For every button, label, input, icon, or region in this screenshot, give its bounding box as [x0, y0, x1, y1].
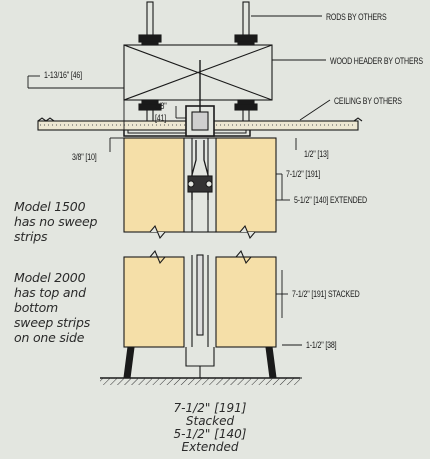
dim-1-13-16: 1-13/16" [46]: [44, 70, 82, 80]
dim-1-5-8-b: [41]: [155, 113, 167, 123]
dim-7-1-2-stacked: 7-1/2" [191] STACKED: [292, 289, 360, 299]
caption-line-3: 5-1/2" [140]: [173, 427, 247, 441]
dim-1-5-8-a: 1-5/8": [149, 101, 167, 111]
dimension-leaders: [27, 15, 331, 379]
model-1500-line-2: has no sweep: [14, 214, 98, 229]
dim-7-1-2-top: 7-1/2" [191]: [286, 169, 321, 179]
overhead-track: [123, 60, 251, 137]
model-2000-line-1: Model 2000: [14, 270, 86, 285]
dim-1-1-2: 1-1/2" [38]: [306, 340, 337, 350]
caption-line-4: Extended: [181, 440, 239, 454]
model-1500-note: Model 1500 has no sweep strips: [14, 199, 97, 244]
lower-panels: [123, 249, 277, 379]
caption-line-1: 7-1/2" [191]: [173, 401, 247, 415]
model-2000-line-2: has top and: [14, 285, 86, 300]
model-2000-line-4: sweep strips: [14, 315, 91, 330]
wood-header: [123, 34, 273, 111]
model-2000-line-3: bottom: [14, 300, 59, 315]
caption-line-2: Stacked: [185, 414, 235, 428]
dim-1-2: 1/2" [13]: [304, 149, 329, 159]
upper-panels: [123, 137, 277, 240]
floor: [100, 377, 300, 385]
dim-5-1-2-extended: 5-1/2" [140] EXTENDED: [294, 195, 367, 205]
ceiling-callout: CEILING BY OTHERS: [334, 96, 402, 106]
model-2000-note: Model 2000 has top and bottom sweep stri…: [14, 270, 90, 345]
model-2000-line-5: on one side: [14, 330, 85, 345]
bottom-caption: 7-1/2" [191] Stacked 5-1/2" [140] Extend…: [130, 402, 290, 454]
wood-header-callout: WOOD HEADER BY OTHERS: [330, 56, 423, 66]
dim-3-8: 3/8" [10]: [72, 152, 97, 162]
model-1500-line-3: strips: [14, 229, 48, 244]
rods-callout: RODS BY OTHERS: [326, 12, 387, 22]
model-1500-line-1: Model 1500: [14, 199, 86, 214]
